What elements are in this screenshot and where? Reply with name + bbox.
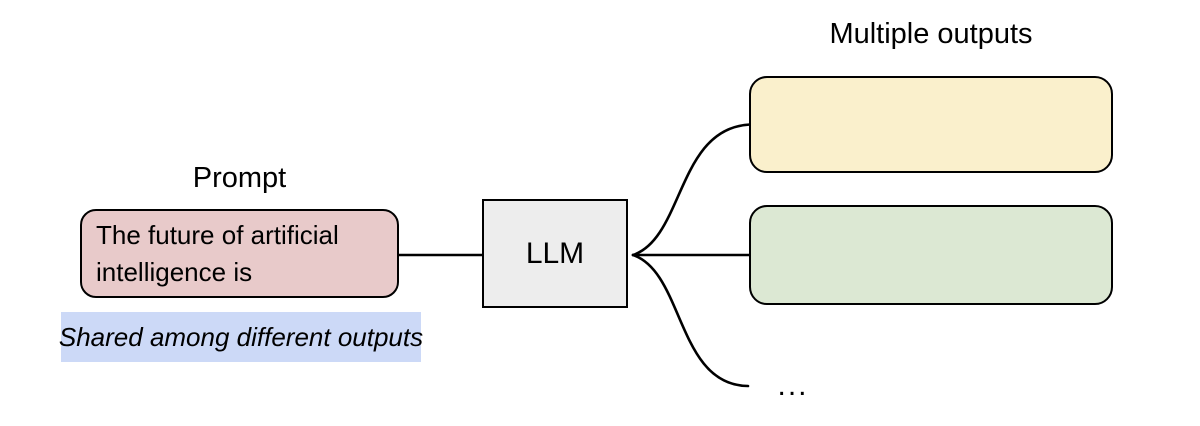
llm-box: LLM [482, 199, 628, 308]
connector-llm-to-ellipsis [631, 253, 750, 388]
more-outputs-ellipsis: ... [777, 369, 809, 402]
llm-label: LLM [525, 236, 585, 270]
multiple-outputs-label: Multiple outputs [829, 18, 1033, 50]
connector-llm-to-output-1 [631, 123, 752, 257]
prompt-box: The future of artificial intelligence is [80, 209, 399, 298]
output-box-1 [749, 76, 1113, 173]
prompt-text: The future of artificial intelligence is [96, 219, 339, 287]
output-box-2 [749, 205, 1113, 305]
prompt-label: Prompt [192, 162, 287, 194]
shared-note: Shared among different outputs [59, 312, 423, 362]
